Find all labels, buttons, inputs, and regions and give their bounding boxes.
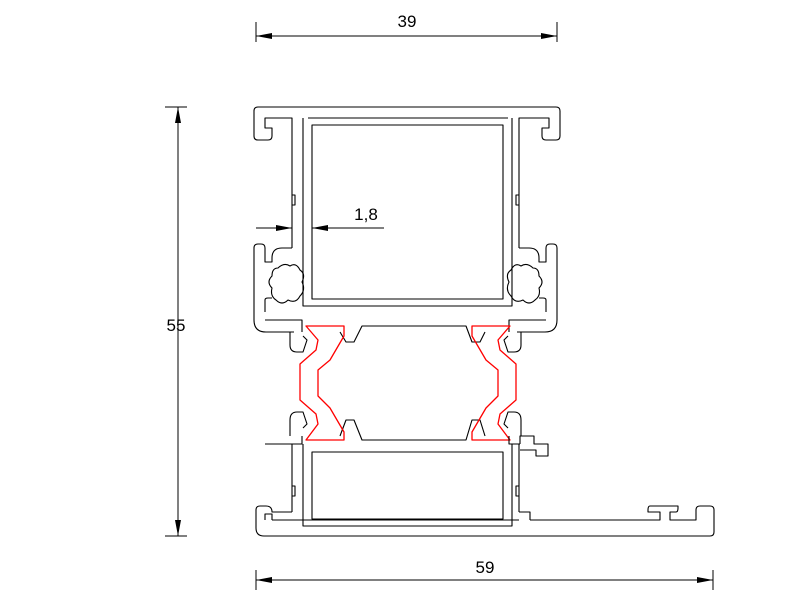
bottom-width-dimension: 59	[255, 558, 714, 590]
top-width-label: 39	[398, 12, 417, 31]
upper-profile	[253, 106, 561, 353]
left-height-label: 55	[167, 316, 186, 335]
central-connector	[339, 325, 486, 441]
top-width-dimension: 39	[255, 12, 558, 42]
wall-thickness-dimension: 1,8	[256, 196, 384, 236]
left-height-dimension: 55	[165, 106, 187, 537]
lower-profile	[255, 411, 715, 537]
thermal-break-right	[471, 325, 517, 441]
thermal-break-left	[299, 325, 345, 441]
bottom-width-label: 59	[476, 558, 495, 577]
wall-thickness-label: 1,8	[354, 205, 378, 224]
